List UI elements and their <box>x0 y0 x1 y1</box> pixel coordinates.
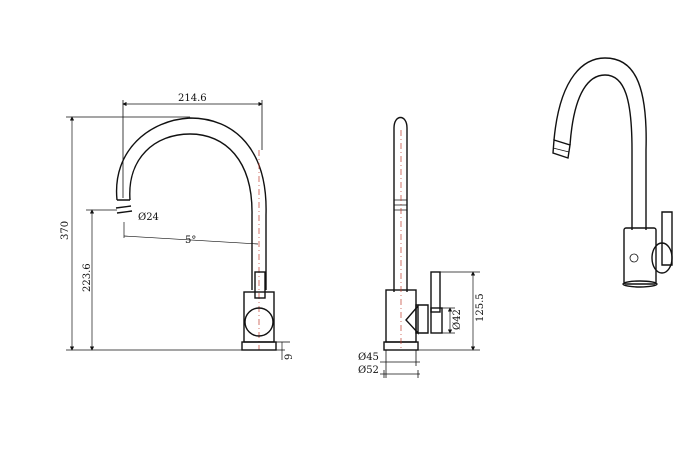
persp-body <box>623 227 657 285</box>
dim-angle-label: 5° <box>185 235 196 246</box>
dim-width-label: 214.6 <box>178 93 207 104</box>
dim-body-diameter-label: Ø45 <box>358 352 379 363</box>
side-body-bevel <box>405 304 419 335</box>
persp-handle-lever <box>661 211 673 266</box>
handle-knob <box>244 307 274 337</box>
persp-spout-tip <box>552 139 571 159</box>
side-handle-knob <box>430 307 443 334</box>
dim-handle-height-label: 125.5 <box>475 293 486 322</box>
persp-handle-knob <box>651 242 673 274</box>
side-handle-mount <box>415 304 429 334</box>
persp-spout-outer <box>553 57 647 230</box>
dim-base-diameter-label: Ø52 <box>358 365 379 376</box>
side-handle-lever <box>430 271 441 313</box>
dim-spout-height-label: 223.6 <box>82 263 93 292</box>
spout-outer <box>115 117 267 290</box>
dim-spout-diameter-label: Ø24 <box>138 212 159 223</box>
spout-inner <box>129 133 253 290</box>
spout-tip <box>115 199 133 214</box>
dim-height-total-label: 370 <box>60 221 71 240</box>
persp-spout-inner <box>569 74 633 230</box>
dim-handle-diameter-label: Ø42 <box>452 309 463 330</box>
dim-base-height-label: 9 <box>284 354 295 360</box>
side-spout <box>393 116 408 292</box>
side-view: 125.5 Ø42 Ø45 Ø52 <box>358 116 486 378</box>
front-view: 214.6 370 223.6 Ø24 5° 9 <box>60 93 295 360</box>
handle-lever <box>254 271 266 299</box>
angle-line <box>123 235 259 245</box>
perspective-view <box>552 57 673 288</box>
